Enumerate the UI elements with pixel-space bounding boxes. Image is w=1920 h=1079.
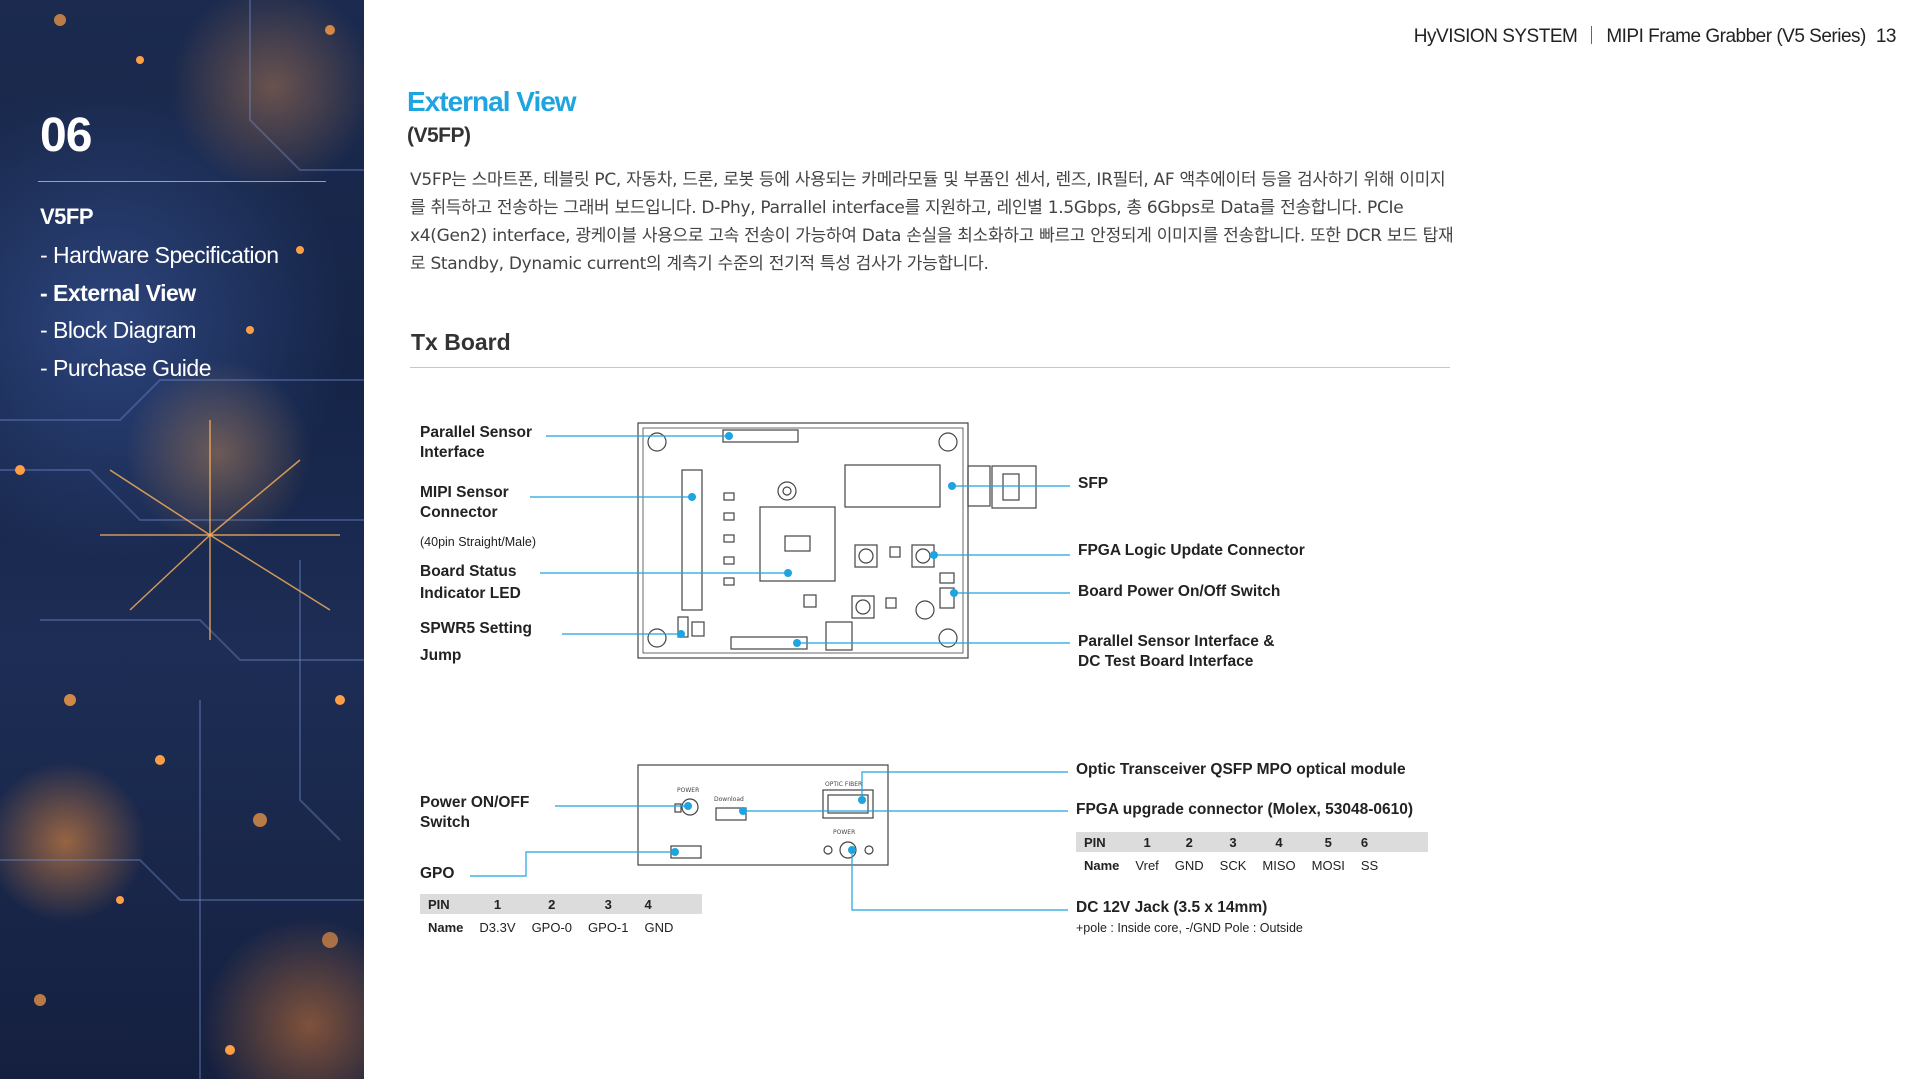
table-cell: D3.3V	[479, 919, 516, 935]
label-parallel-sensor-interface: Parallel Sensor Interface	[420, 424, 533, 461]
table-header-cell: 1	[1127, 832, 1167, 852]
table-row: Name D3.3V GPO-0 GPO-1 GND	[420, 914, 702, 940]
label-dc-jack-note: +pole : Inside core, -/GND Pole : Outsid…	[1076, 921, 1303, 935]
table-cell: SS	[1360, 857, 1379, 873]
page-subtitle: (V5FP)	[407, 124, 471, 147]
page-number: 13	[1875, 26, 1897, 47]
sidebar-item-block-diagram[interactable]: - Block Diagram	[40, 317, 197, 343]
label-board-power-switch: Board Power On/Off Switch	[1078, 583, 1281, 600]
table-header-cell: 2	[523, 894, 581, 914]
label-sfp: SFP	[1078, 475, 1109, 492]
table-cell: GPO-0	[531, 919, 573, 935]
table-header-cell: 5	[1303, 832, 1353, 852]
sidebar-item-external-view[interactable]: - External View	[40, 279, 196, 306]
table-cell: MOSI	[1311, 857, 1345, 873]
silk-power: POWER	[677, 787, 699, 794]
label-fpga-logic-update: FPGA Logic Update Connector	[1078, 542, 1305, 559]
header-separator	[1591, 26, 1593, 44]
table-header-cell: PIN	[420, 894, 472, 914]
label-optic-transceiver: Optic Transceiver QSFP MPO optical modul…	[1076, 761, 1406, 778]
table-cell: Vref	[1135, 857, 1159, 873]
table-cell: SCK	[1219, 857, 1247, 873]
label-board-status-led: Board Status Indicator LED	[420, 563, 521, 602]
silk-download: Download	[714, 796, 744, 803]
label-power-onoff-switch: Power ON/OFF Switch	[420, 794, 530, 831]
label-gpo: GPO	[420, 865, 455, 882]
sidebar-item-hardware-specification[interactable]: - Hardware Specification	[40, 242, 279, 268]
tx-board-title: Tx Board	[411, 329, 511, 355]
page-title: External View	[407, 86, 577, 117]
table-header-cell: 6	[1352, 832, 1429, 852]
table-header-cell: 1	[471, 894, 524, 914]
table-header-cell: 3	[580, 894, 637, 914]
sidebar-divider	[38, 181, 326, 182]
silk-power-2: POWER	[833, 829, 855, 836]
table-cell: GND	[1174, 857, 1204, 873]
gpo-pin-table: PIN 1 2 3 4 Name D3.3V GPO-0 GPO-1 GND	[420, 894, 702, 940]
table-cell: GND	[644, 919, 674, 935]
label-spwr5-setting: SPWR5 Setting Jump	[420, 620, 532, 664]
table-header-cell: 3	[1211, 832, 1255, 852]
table-cell: Name	[1084, 857, 1120, 873]
table-header-cell: 4	[1254, 832, 1304, 852]
label-fpga-upgrade-connector: FPGA upgrade connector (Molex, 53048-061…	[1076, 801, 1414, 818]
chapter-number: 06	[40, 109, 92, 162]
circuit-background-image	[0, 0, 364, 1079]
page-header: HyVISION SYSTEM MIPI Frame Grabber (V5 Se…	[1413, 26, 1897, 48]
silk-optic-fiber: OPTIC FIBER	[825, 781, 862, 788]
table-cell: GPO-1	[588, 919, 629, 935]
tx-board-divider	[410, 367, 1450, 368]
tx-board-drawing	[637, 422, 1037, 659]
label-mipi-sensor-connector: MIPI Sensor Connector	[420, 484, 509, 521]
fpga-pin-table: PIN 1 2 3 4 5 6 Name Vref GND SCK MISO M…	[1076, 832, 1429, 878]
sidebar-item-purchase-guide[interactable]: - Purchase Guide	[40, 354, 211, 381]
table-header-row: PIN 1 2 3 4 5 6	[1076, 832, 1429, 852]
label-dc-jack: DC 12V Jack (3.5 x 14mm)	[1076, 899, 1268, 916]
label-parallel-dc-interface: Parallel Sensor Interface & DC Test Boar…	[1078, 633, 1275, 670]
product-name: MIPI Frame Grabber (V5 Series)	[1606, 26, 1866, 47]
table-header-cell: 4	[636, 894, 702, 914]
table-header-cell: PIN	[1076, 832, 1128, 852]
table-cell: Name	[428, 919, 464, 935]
table-header-row: PIN 1 2 3 4	[420, 894, 702, 914]
sidebar-section-title: V5FP	[40, 204, 94, 229]
description-paragraph: V5FP는 스마트폰, 테블릿 PC, 자동차, 드론, 로봇 등에 사용되는 …	[410, 170, 1454, 274]
table-cell: MISO	[1262, 857, 1296, 873]
sidebar-nav: - Hardware Specification - External View…	[40, 240, 279, 390]
table-header-cell: 2	[1166, 832, 1212, 852]
sidebar: 06 V5FP - Hardware Specification - Exter…	[0, 0, 364, 1079]
label-mipi-pin-note: (40pin Straight/Male)	[420, 535, 537, 549]
company-name: HyVISION SYSTEM	[1413, 26, 1578, 47]
table-row: Name Vref GND SCK MISO MOSI SS	[1076, 852, 1428, 878]
